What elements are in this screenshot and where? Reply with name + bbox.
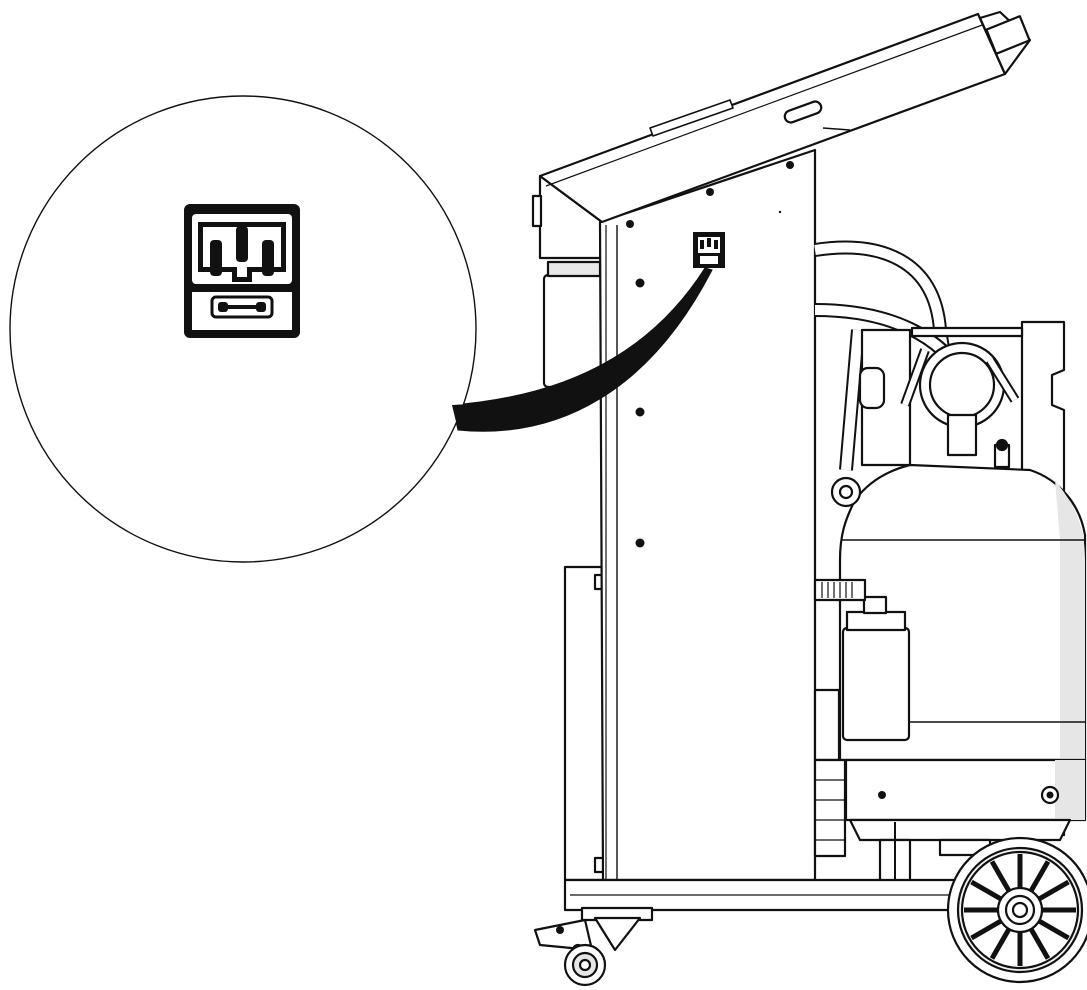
right-bottle <box>841 626 911 742</box>
inlet-pin-earth <box>236 226 248 262</box>
rear-box <box>563 565 607 882</box>
power-inlet-detail <box>184 204 300 338</box>
front-caster <box>533 916 642 987</box>
rear-wheel <box>946 836 1087 984</box>
inlet-pin-right <box>262 240 274 276</box>
arm-handle <box>783 100 823 124</box>
machine <box>531 10 1087 987</box>
column-power-inlet <box>693 232 725 268</box>
inlet-pin-left <box>210 240 222 276</box>
